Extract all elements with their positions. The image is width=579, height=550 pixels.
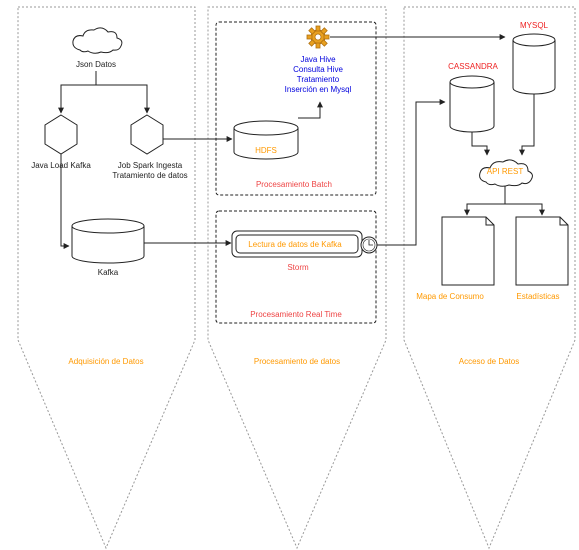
json-datos-label: Json Datos <box>76 60 116 69</box>
kafka-cylinder-icon <box>71 218 145 264</box>
lane-adquisicion <box>17 6 196 550</box>
cloud-icon <box>72 27 123 54</box>
clock-icon <box>360 236 378 254</box>
kafka-label: Kafka <box>98 268 119 277</box>
storm-process-shape <box>231 230 363 258</box>
doc-right-label: Estadísticas <box>516 292 559 301</box>
realtime-group-box <box>215 210 377 324</box>
document-icon-left <box>441 216 495 286</box>
realtime-group-label: Procesamiento Real Time <box>250 310 342 319</box>
storm-process-label: Lectura de datos de Kafka <box>248 240 342 249</box>
job-spark-hexagon <box>130 114 164 155</box>
job-spark-label-2: Tratamiento de datos <box>112 171 187 180</box>
doc-left-label: Mapa de Consumo <box>416 292 484 301</box>
hive-label-2: Consulta Hive <box>293 65 343 74</box>
lane-label-acceso: Acceso de Datos <box>459 357 519 366</box>
lane-label-adquisicion: Adquisición de Datos <box>68 357 143 366</box>
hive-label-1: Java Hive <box>300 55 336 64</box>
hive-label-3: Tratamiento <box>297 75 340 84</box>
cassandra-label: CASSANDRA <box>448 62 498 71</box>
job-spark-label-1: Job Spark Ingesta <box>118 161 183 170</box>
lane-label-procesamiento: Procesamiento de datos <box>254 357 340 366</box>
gear-icon <box>306 25 330 49</box>
mysql-cylinder-icon <box>512 33 556 95</box>
storm-label: Storm <box>287 263 309 272</box>
mysql-label: MYSQL <box>520 21 549 30</box>
hdfs-cylinder-icon <box>233 120 299 160</box>
hdfs-label: HDFS <box>255 146 277 155</box>
cassandra-cylinder-icon <box>449 75 495 133</box>
document-icon-right <box>515 216 569 286</box>
hive-label-4: Inserción en Mysql <box>285 85 352 94</box>
api-rest-label: API REST <box>487 167 524 176</box>
batch-group-label: Procesamiento Batch <box>256 180 332 189</box>
batch-group-box <box>215 21 377 196</box>
